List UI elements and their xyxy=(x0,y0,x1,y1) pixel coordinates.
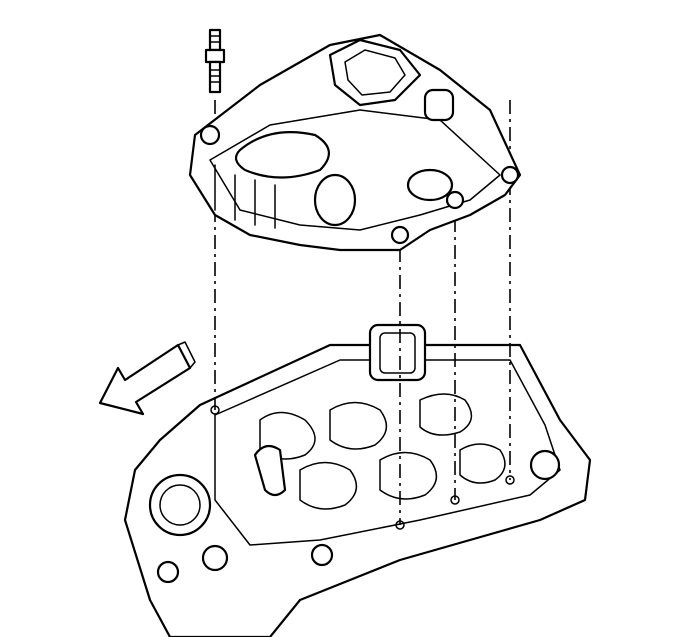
lower-intake-manifold xyxy=(123,323,592,637)
stud-bolt xyxy=(204,28,226,94)
front-direction-arrow-icon xyxy=(98,341,196,416)
upper-intake-manifold xyxy=(188,33,522,252)
